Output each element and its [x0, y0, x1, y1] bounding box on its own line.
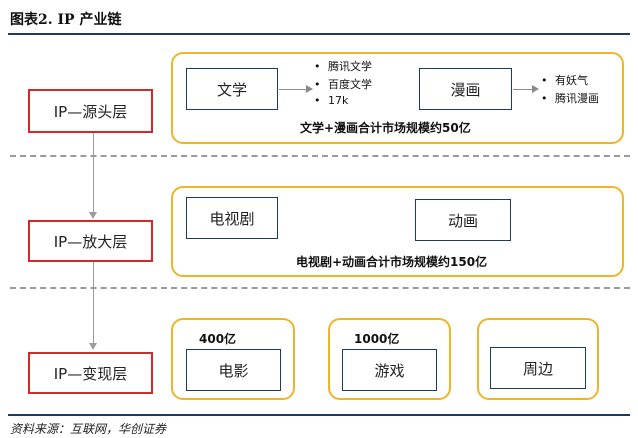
layer-source-label: IP—源头层: [53, 102, 128, 121]
literature-label: 文学: [216, 80, 247, 99]
source-note: 资料来源：互联网，华创证券: [10, 422, 167, 436]
separator-dashed-2: [10, 287, 630, 289]
arrow-line: [279, 89, 307, 90]
merch-box: 周边: [490, 347, 586, 389]
layer-monetize: IP—变现层: [28, 352, 153, 394]
layer-amplify: IP—放大层: [28, 220, 153, 262]
film-label: 电影: [218, 361, 249, 380]
arrow-right-icon: [532, 85, 539, 93]
source-market-size: 文学+漫画合计市场规模约50亿: [300, 121, 471, 135]
comics-platform-item: •腾讯漫画: [541, 92, 599, 105]
connector-line-2: [93, 262, 94, 344]
games-label: 游戏: [374, 361, 405, 380]
layer-amplify-label: IP—放大层: [53, 232, 128, 251]
games-box: 游戏: [342, 349, 437, 391]
arrow-down-icon: [89, 212, 97, 219]
animation-box: 动画: [415, 199, 511, 241]
separator-dashed-1: [10, 155, 630, 157]
amplify-market-size: 电视剧+动画合计市场规模约150亿: [296, 255, 488, 269]
comics-label: 漫画: [450, 80, 481, 99]
merch-label: 周边: [522, 359, 553, 378]
layer-source: IP—源头层: [28, 89, 153, 133]
games-market-size: 1000亿: [354, 332, 400, 346]
tv-drama-box: 电视剧: [186, 197, 278, 239]
tv-drama-label: 电视剧: [209, 209, 255, 228]
arrow-down-icon: [89, 343, 97, 350]
literature-platform-item: •百度文学: [314, 78, 372, 91]
figure-title: 图表2. IP 产业链: [10, 12, 122, 28]
comics-platform-item: •有妖气: [541, 74, 588, 87]
comics-box: 漫画: [419, 68, 512, 110]
arrow-right-icon: [306, 85, 313, 93]
literature-box: 文学: [186, 68, 278, 110]
literature-platform-item: •腾讯文学: [314, 60, 372, 73]
layer-monetize-label: IP—变现层: [53, 364, 128, 383]
bottom-rule: [8, 414, 630, 416]
film-market-size: 400亿: [199, 332, 237, 346]
arrow-line: [513, 89, 533, 90]
animation-label: 动画: [447, 211, 478, 230]
literature-platform-item: •17k: [314, 94, 349, 107]
film-box: 电影: [186, 349, 281, 391]
connector-line-1: [93, 133, 94, 213]
top-rule: [8, 33, 630, 35]
